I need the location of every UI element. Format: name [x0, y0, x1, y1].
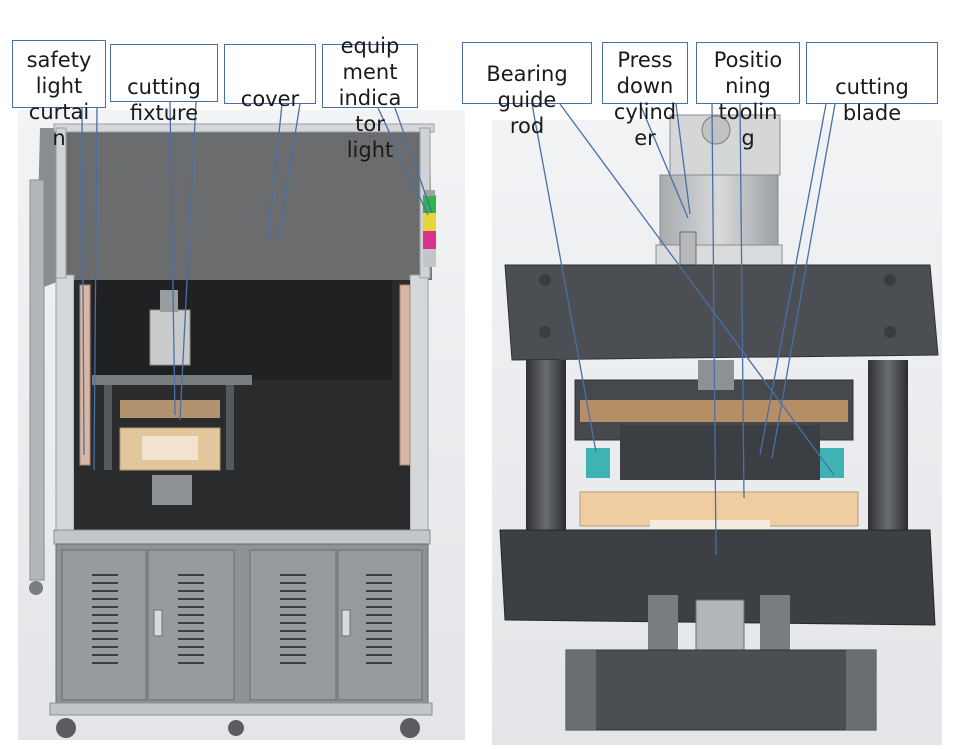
label-equipment-indicator-light-text: equip ment indica tor light [338, 34, 402, 162]
leader-fixture-2 [179, 101, 197, 421]
cabinet-door-3 [249, 549, 337, 701]
leader-safety-1 [81, 107, 85, 456]
bushing-left [586, 448, 610, 478]
leader-press-1 [639, 103, 689, 219]
mini-fixture-top [120, 400, 220, 418]
cabinet-handle-right [341, 609, 351, 637]
label-positioning-tooling: Positio ning toolin g [696, 42, 800, 150]
leader-bearing-2 [559, 103, 835, 476]
indicator-light-pink [423, 231, 436, 249]
leader-blade-2 [771, 103, 836, 459]
mini-base [152, 475, 192, 505]
leader-tooling-1 [711, 103, 717, 556]
mini-column-right [226, 385, 234, 470]
left-machine [18, 110, 465, 740]
piston-rod [698, 360, 734, 390]
label-cutting-fixture: cutting fixture [110, 44, 218, 125]
indicator-light-base [423, 249, 436, 267]
cabinet-bottom-rail [49, 702, 433, 716]
light-curtain-left [79, 284, 91, 466]
machine-cover [60, 128, 432, 280]
leader-cover-2 [277, 103, 301, 241]
top-plate-hole-2 [884, 274, 896, 286]
mini-fixture-insert [142, 436, 198, 460]
base-plate [565, 649, 877, 731]
upper-wood-plate [580, 400, 848, 422]
base-foot-left [566, 650, 596, 730]
leader-lines [81, 101, 836, 556]
frame-left-post-top [55, 127, 67, 279]
frame-left-back-post [29, 179, 45, 581]
mini-cylinder-top [160, 290, 178, 312]
label-cutting-blade: cutting blade [806, 42, 938, 125]
frame-top-rail [53, 123, 435, 133]
label-cover-text: cover [240, 87, 300, 111]
cabinet-top-rail [53, 529, 431, 545]
top-plate-hole-4 [884, 326, 896, 338]
bushing-right [820, 448, 844, 478]
mini-press-plate [92, 375, 252, 385]
caster-back [29, 581, 43, 595]
caster-right [400, 718, 420, 738]
label-safety-light-curtain: safety light curtai n [12, 40, 106, 150]
leader-cover-1 [267, 103, 283, 241]
leader-bearing-1 [531, 103, 597, 453]
top-plate-hole-3 [539, 326, 551, 338]
mini-column-left [104, 385, 112, 470]
leader-fixture-1 [169, 101, 176, 416]
top-plate-hole-1 [539, 274, 551, 286]
frame-left-post-front [55, 274, 75, 531]
right-machine [492, 114, 942, 745]
cylinder-port [701, 115, 731, 145]
chamber-back-wall [92, 280, 392, 380]
label-press-down-cylinder-text: Press down cylind er [613, 48, 677, 150]
caster-left [56, 718, 76, 738]
label-equipment-indicator-light: equip ment indica tor light [322, 34, 418, 162]
light-curtain-right [399, 284, 411, 466]
indicator-light-yellow [423, 213, 436, 231]
top-plate [504, 264, 939, 361]
frame-right-post-front [409, 274, 429, 531]
caster-mid [228, 720, 244, 736]
label-bearing-guide-rod-text: Bearing guide rod [486, 62, 568, 138]
label-cutting-fixture-text: cutting fixture [127, 75, 201, 125]
leader-blade-1 [759, 103, 827, 456]
label-positioning-tooling-text: Positio ning toolin g [713, 48, 783, 150]
leader-press-2 [675, 103, 691, 215]
cabinet-vents [92, 574, 392, 664]
cutting-blade-block [620, 425, 820, 480]
leader-indicator-1 [377, 107, 429, 216]
base-foot-right [846, 650, 876, 730]
cabinet-door-1 [61, 549, 147, 701]
indicator-light-cap [424, 190, 435, 196]
leader-indicator-2 [394, 107, 433, 214]
label-bearing-guide-rod: Bearing guide rod [462, 42, 592, 138]
label-safety-light-curtain-text: safety light curtai n [26, 48, 92, 150]
cabinet-door-4 [337, 549, 423, 701]
cylinder-body [659, 174, 779, 246]
label-cutting-blade-text: cutting blade [835, 75, 909, 125]
leader-safety-2 [93, 107, 98, 471]
label-cover: cover [224, 44, 316, 111]
label-press-down-cylinder: Press down cylind er [602, 42, 688, 150]
leader-tooling-2 [739, 103, 745, 499]
cabinet-handle-left [153, 609, 163, 637]
lower-die-plate [499, 529, 936, 626]
